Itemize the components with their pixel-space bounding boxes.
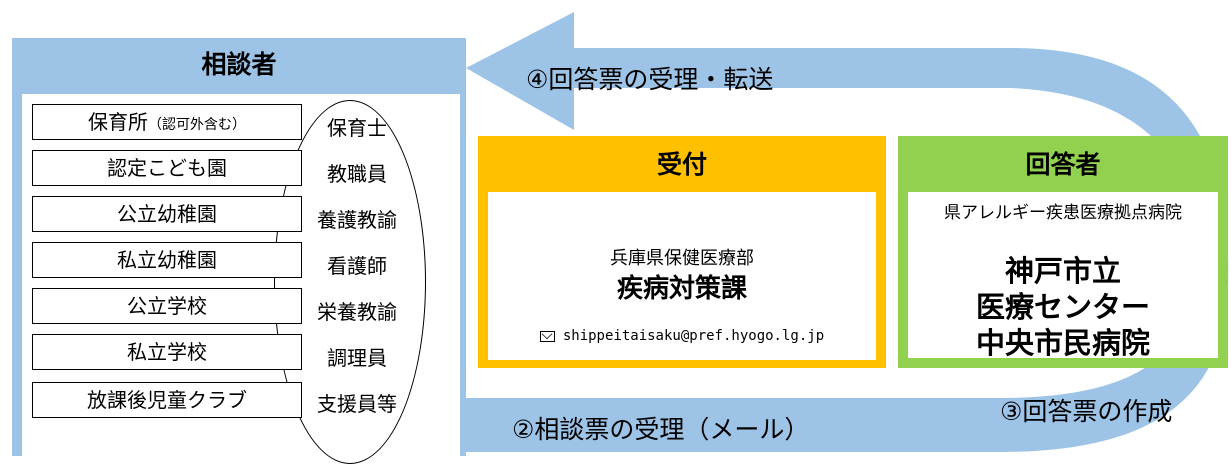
responder-body: 県アレルギー疾患医療拠点病院 神戸市立 医療センター 中央市民病院 (908, 192, 1218, 360)
hospital-name-line: 医療センター (975, 290, 1150, 324)
institution-item: 私立学校 (32, 334, 302, 370)
institution-item: 認定こども園 (32, 150, 302, 186)
institution-item: 私立幼稚園 (32, 242, 302, 278)
institution-item: 公立幼稚園 (32, 196, 302, 232)
responder-title: 回答者 (1025, 150, 1101, 179)
step2-label: ②相談票の受理（メール） (512, 415, 810, 444)
consultant-title: 相談者 (201, 50, 277, 79)
institution-name: 公立学校 (127, 294, 207, 318)
consultant-body: 保育所（認可外含む） 認定こども園 公立幼稚園 私立幼稚園 公立学校 私立学校 … (22, 94, 460, 464)
staff-role: 養護教諭 (317, 208, 397, 232)
staff-role: 看護師 (327, 254, 387, 278)
institution-name: 公立幼稚園 (117, 202, 217, 226)
reception-body: 兵庫県保健医療部 疾病対策課 shippeitaisaku@pref.hyogo… (488, 192, 876, 360)
staff-role: 支援員等 (317, 392, 397, 416)
institution-name: 私立幼稚園 (117, 248, 217, 272)
email-row: shippeitaisaku@pref.hyogo.lg.jp (488, 328, 876, 344)
department-name: 兵庫県保健医療部 (610, 248, 754, 269)
step3-label: ③回答票の作成 (1000, 397, 1173, 426)
responder-subtitle: 県アレルギー疾患医療拠点病院 (944, 203, 1182, 223)
institution-name: 保育所 (88, 110, 148, 134)
institution-name: 放課後児童クラブ (87, 388, 247, 412)
staff-role: 調理員 (327, 346, 387, 370)
staff-role: 教職員 (327, 162, 387, 186)
mail-icon (539, 330, 555, 342)
staff-role: 保育士 (327, 116, 387, 140)
institution-item: 放課後児童クラブ (32, 382, 302, 418)
responder-panel: 回答者 県アレルギー疾患医療拠点病院 神戸市立 医療センター 中央市民病院 (898, 136, 1228, 368)
institution-item: 保育所（認可外含む） (32, 104, 302, 140)
hospital-name-line: 神戸市立 (1004, 254, 1121, 288)
hospital-name-line: 中央市民病院 (975, 326, 1150, 360)
institution-note: （認可外含む） (148, 117, 246, 133)
return-arrow-shape (466, 12, 1229, 452)
institution-item: 公立学校 (32, 288, 302, 324)
consultant-panel: 相談者 保育所（認可外含む） 認定こども園 公立幼稚園 私立幼稚園 公立学校 私… (12, 38, 466, 464)
institution-name: 認定こども園 (107, 156, 227, 180)
staff-role: 栄養教諭 (317, 300, 397, 324)
institution-name: 私立学校 (127, 340, 207, 364)
reception-panel: 受付 兵庫県保健医療部 疾病対策課 shippeitaisaku@pref.hy… (478, 136, 886, 368)
division-name: 疾病対策課 (616, 274, 747, 304)
email-address[interactable]: shippeitaisaku@pref.hyogo.lg.jp (562, 328, 825, 344)
step4-label: ④回答票の受理・転送 (526, 65, 774, 94)
reception-title: 受付 (656, 150, 707, 179)
